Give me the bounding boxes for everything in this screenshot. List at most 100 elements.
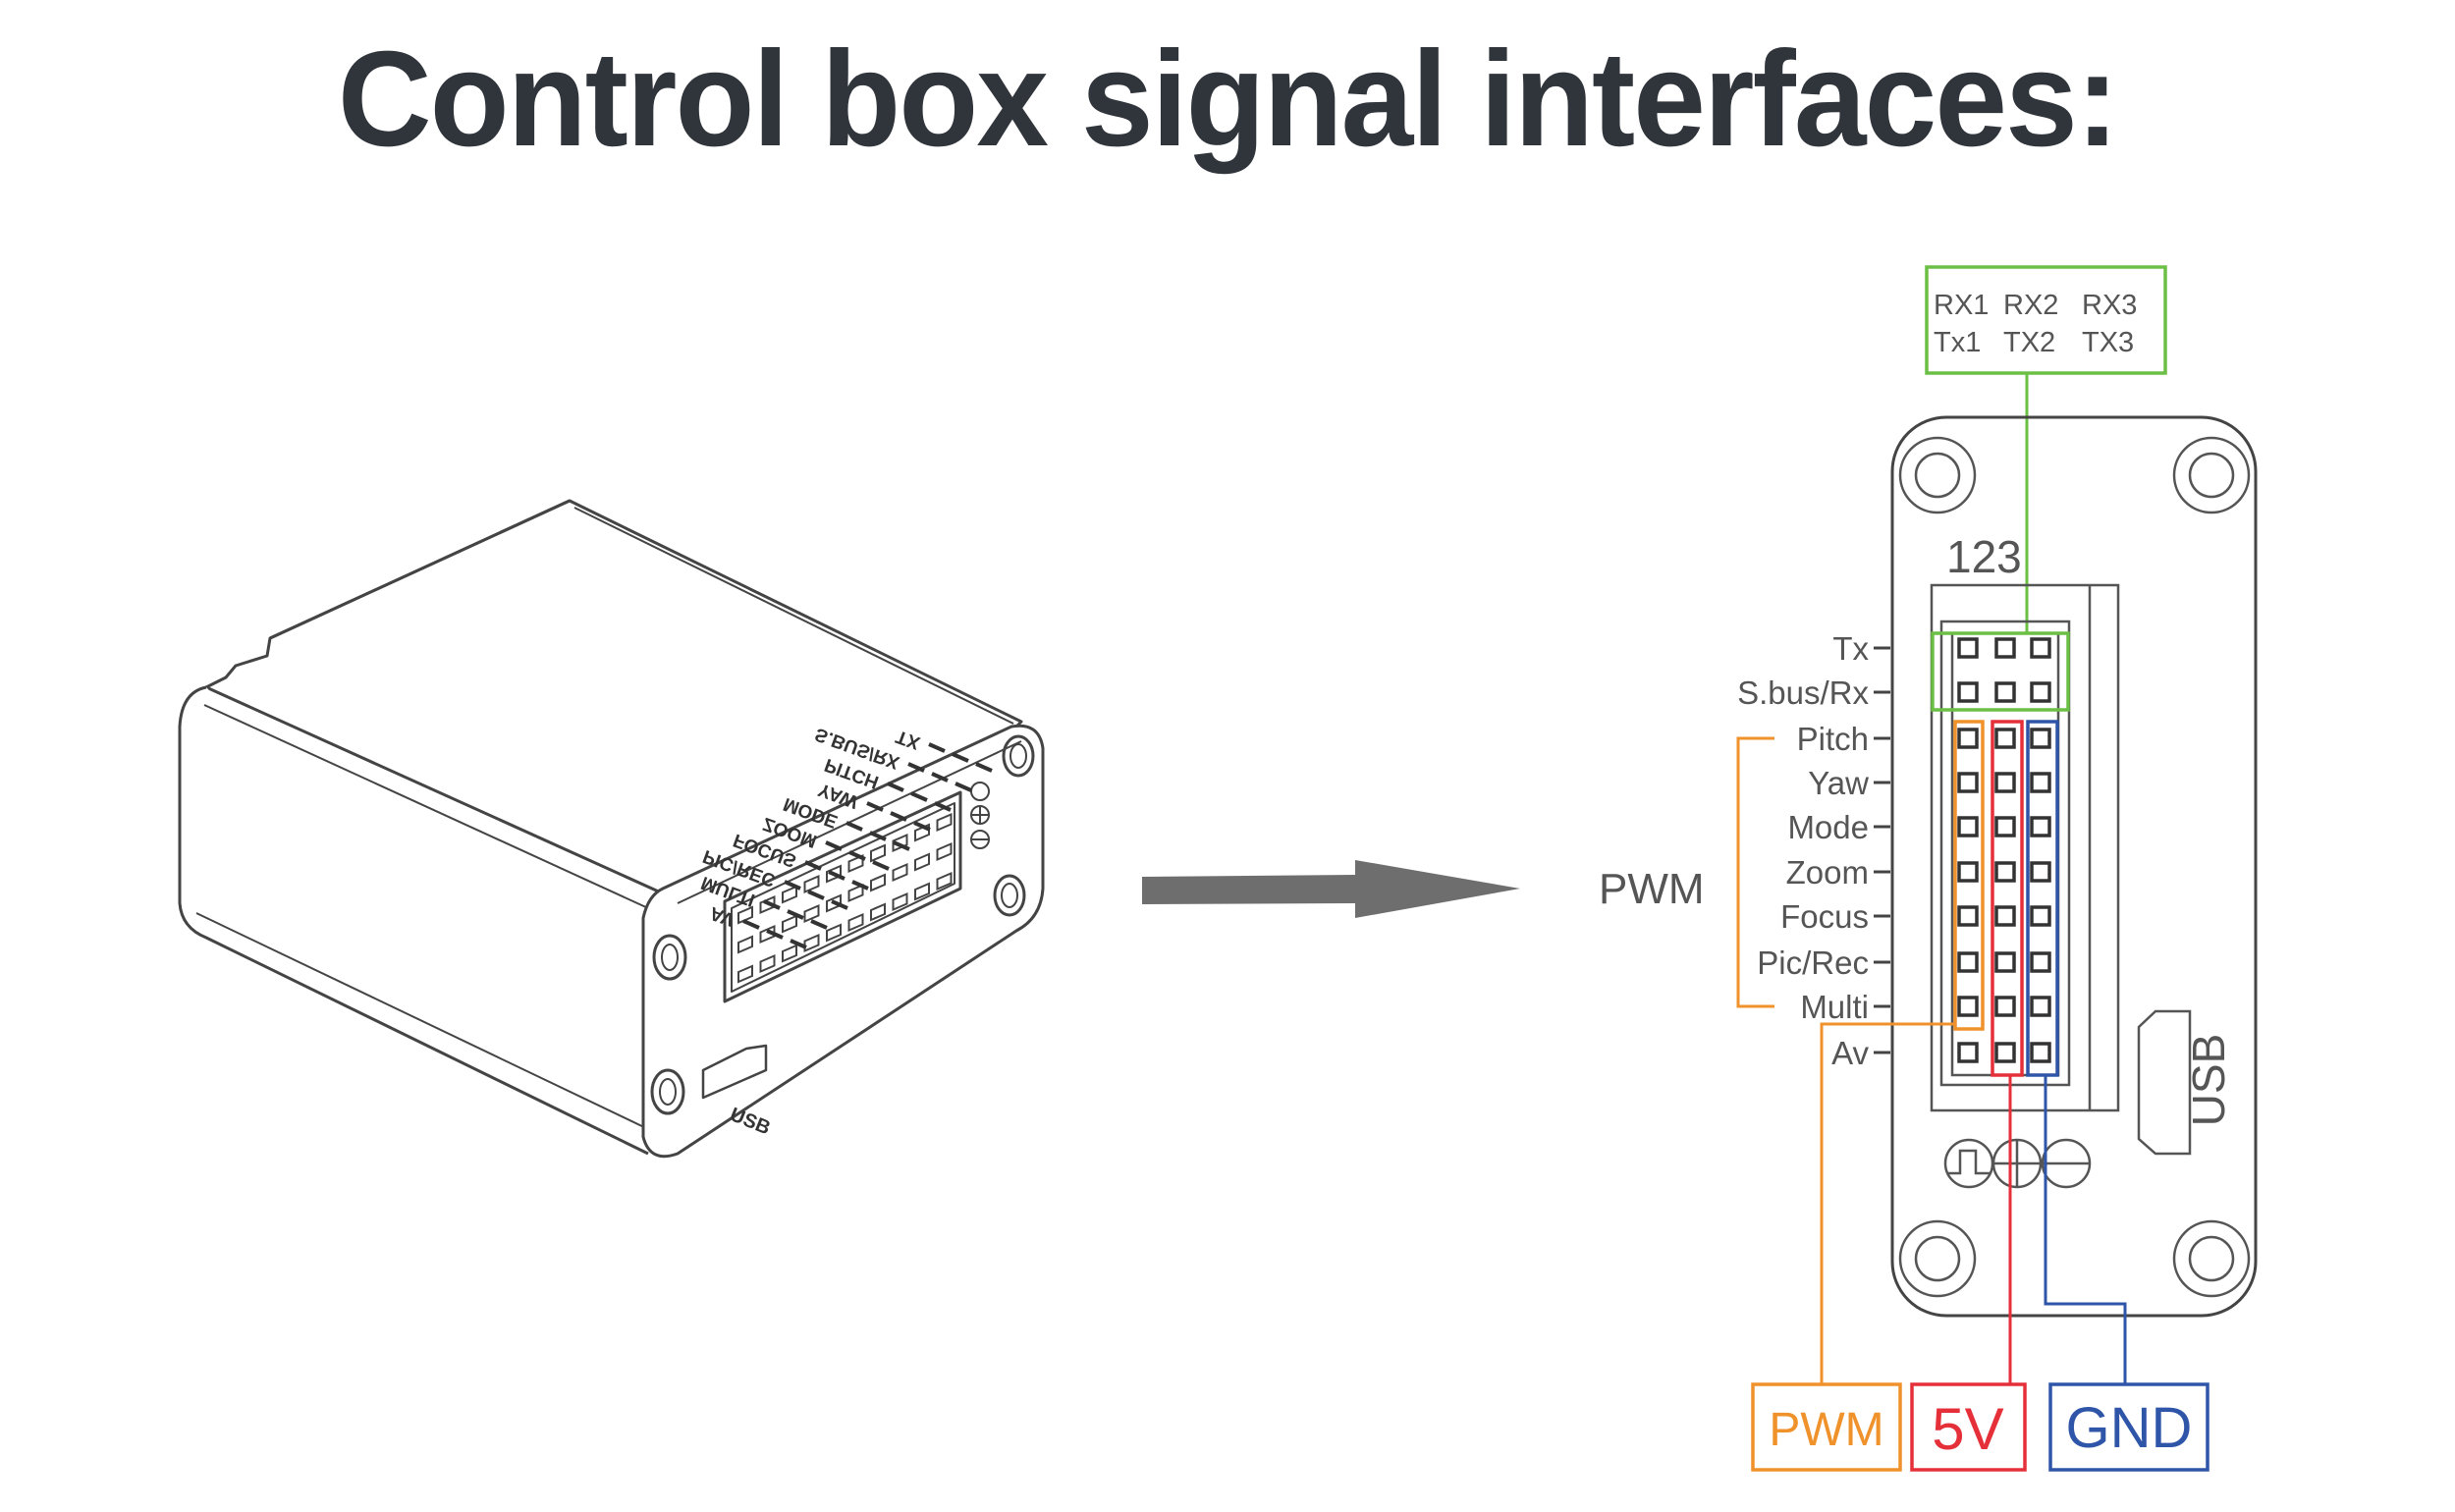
box-pin xyxy=(737,905,753,925)
box-label-tick xyxy=(804,860,869,891)
box-pin xyxy=(936,871,953,891)
pin-10-2 xyxy=(1994,1042,2016,1063)
pin-row-labels: TxS.bus/RxPitchYawModeZoomFocusPic/RecMu… xyxy=(1737,630,1890,1071)
box-pin xyxy=(936,841,953,862)
legend-5v: 5V xyxy=(1910,1382,2027,1472)
pwm-wire xyxy=(1820,1022,1955,1384)
box-pin xyxy=(870,873,886,892)
pin-4-3 xyxy=(2030,772,2051,793)
box-pin xyxy=(936,812,953,833)
pin-1-1 xyxy=(1957,637,1979,659)
pin-6-2 xyxy=(1994,861,2016,883)
uart-label-bottom: Tx1 TX2 TX3 xyxy=(1934,327,2134,358)
signal-icon xyxy=(1943,1138,1994,1189)
5v-pin-group xyxy=(1991,720,2024,1077)
pin-6-1 xyxy=(1957,861,1979,883)
box-pin xyxy=(803,903,820,924)
box-pin xyxy=(892,862,908,883)
screw-hole-icon xyxy=(650,1068,685,1115)
uart-label-top: RX1 RX2 RX3 xyxy=(1934,290,2137,321)
box-pin xyxy=(803,874,820,894)
mounting-hole-icon xyxy=(1898,1219,1977,1298)
pin-row-label: Zoom xyxy=(1786,854,1869,891)
gnd-pin-group xyxy=(2026,720,2059,1077)
pin-6-3 xyxy=(2030,861,2051,883)
box-pin-array xyxy=(737,812,953,984)
pin-5-3 xyxy=(2030,816,2051,837)
pwm-bracket xyxy=(1736,736,1774,1008)
pin-row-label: Focus xyxy=(1780,898,1869,935)
box-pin xyxy=(870,843,886,863)
pin-10-1 xyxy=(1957,1042,1979,1063)
pin-4-2 xyxy=(1994,772,2016,793)
plus-icon xyxy=(1991,1138,2043,1189)
usb-port-icon xyxy=(2137,1009,2192,1156)
box-pin xyxy=(759,924,776,945)
mounting-hole-icon xyxy=(2172,1219,2251,1298)
box-label-tick xyxy=(784,880,848,910)
pin-8-1 xyxy=(1957,951,1979,973)
box-label-tick xyxy=(825,840,890,871)
svg-text:PWM: PWM xyxy=(1769,1404,1883,1456)
header-number-label: 123 xyxy=(1946,531,2022,582)
box-pin xyxy=(870,902,886,922)
control-box-illustration xyxy=(178,499,1045,1159)
arrow-right-icon xyxy=(1142,860,1520,918)
pin-row-label: Mode xyxy=(1787,809,1869,845)
pin-row-label: Pic/Rec xyxy=(1757,945,1869,981)
pin-row-label: Pitch xyxy=(1797,721,1869,757)
usb-port-icon xyxy=(701,1044,768,1100)
pwm-pin-group xyxy=(1953,720,1985,1031)
pin-2-2 xyxy=(1994,681,2016,703)
minus-icon xyxy=(2041,1138,2092,1189)
box-pin xyxy=(737,935,753,954)
box-pin xyxy=(782,885,797,904)
uart-label-box xyxy=(1925,265,2167,375)
box-pin xyxy=(782,944,797,963)
pin-row-label: Tx xyxy=(1832,630,1869,667)
box-pin xyxy=(759,953,776,974)
pin-2-1 xyxy=(1957,681,1979,703)
box-label-tick xyxy=(907,762,972,792)
box-side-face xyxy=(178,685,649,1156)
pin-7-3 xyxy=(2030,905,2051,927)
box-label-tick xyxy=(742,919,807,949)
box-pin xyxy=(782,914,797,934)
pin-1-3 xyxy=(2030,637,2051,659)
pin-4-1 xyxy=(1957,772,1979,793)
pin-1-2 xyxy=(1994,637,2016,659)
svg-text:5V: 5V xyxy=(1932,1396,2003,1462)
pin-9-1 xyxy=(1957,996,1979,1017)
box-pin xyxy=(847,912,864,933)
pin-header-grid xyxy=(1957,637,2051,1063)
box-label-tick xyxy=(846,821,910,851)
pin-9-3 xyxy=(2030,996,2051,1017)
screw-hole-icon xyxy=(652,934,687,981)
legend-pwm: PWM xyxy=(1751,1382,1902,1472)
pin-row-label: S.bus/Rx xyxy=(1737,675,1869,711)
box-label-tick xyxy=(763,899,828,930)
pin-row-label: Yaw xyxy=(1808,765,1869,801)
box-pin xyxy=(892,833,908,853)
box-pin xyxy=(914,852,930,872)
pin-row-label: Av xyxy=(1831,1035,1869,1071)
pin-3-3 xyxy=(2030,728,2051,749)
pin-9-2 xyxy=(1994,996,2016,1017)
legend-gnd: GND xyxy=(2048,1382,2210,1472)
screw-hole-icon xyxy=(993,874,1026,917)
signal-icon xyxy=(970,782,990,801)
pwm-group-label: PWM xyxy=(1599,865,1705,913)
pin-10-3 xyxy=(2030,1042,2051,1063)
board-outline xyxy=(1890,415,2258,1318)
box-pin xyxy=(847,883,864,903)
pin-3-1 xyxy=(1957,728,1979,749)
box-label-tick xyxy=(928,742,993,773)
mounting-hole-icon xyxy=(1898,436,1977,514)
box-usb-label: USB xyxy=(727,1104,773,1139)
usb-label: USB xyxy=(2183,1034,2234,1127)
page-title: Control box signal interfaces: xyxy=(337,24,2119,175)
pin-7-1 xyxy=(1957,905,1979,927)
gnd-wire xyxy=(2044,1075,2127,1384)
pin-2-3 xyxy=(2030,681,2051,703)
